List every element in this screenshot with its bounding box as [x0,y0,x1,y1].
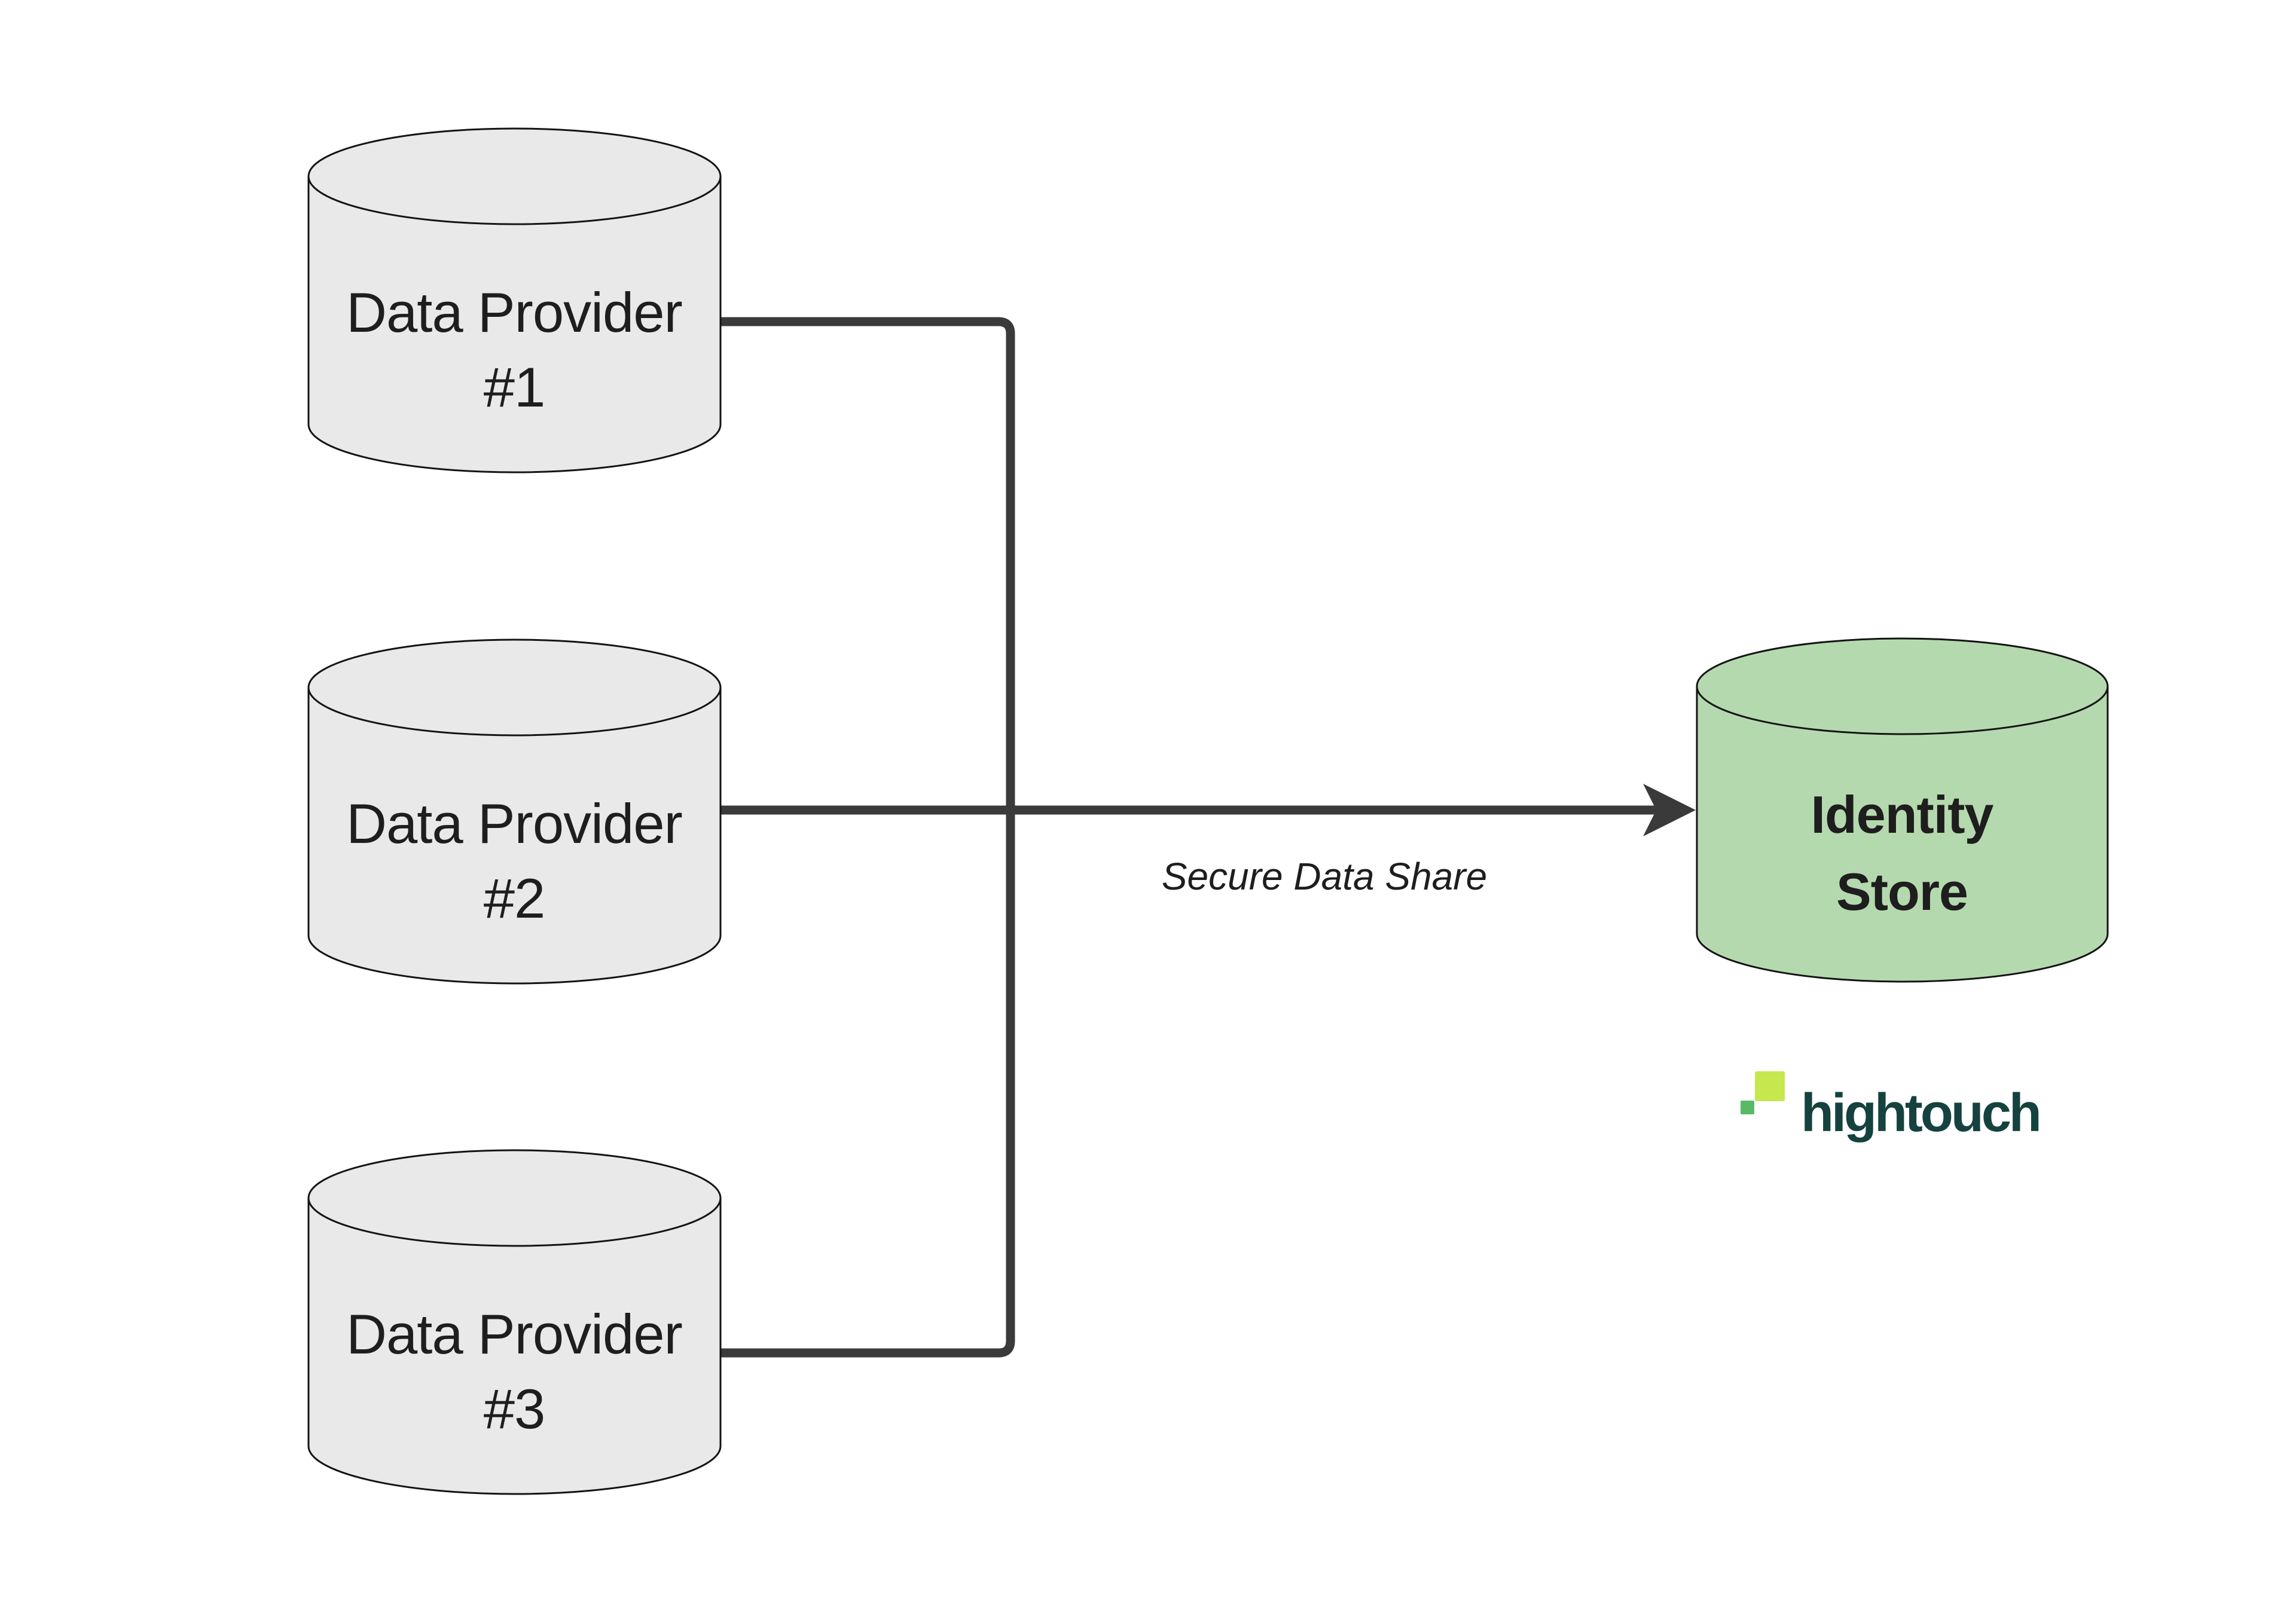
data-provider-2-label-line1: Data Provider [346,792,682,855]
data-provider-2-node: Data Provider #2 [307,638,722,985]
data-provider-2-cylinder-body [307,688,722,985]
hightouch-logo-mark-small-square-icon [1741,1101,1754,1114]
identity-store-node: Identity Store [1696,637,2109,983]
data-provider-3-label-line2: #3 [484,1377,545,1440]
data-provider-2-label-line2: #2 [484,867,545,930]
identity-store-label-line2: Store [1836,862,1968,921]
data-provider-1-label-line2: #1 [484,356,545,418]
data-provider-1-cylinder-body [307,176,722,473]
data-provider-3-cylinder-body [307,1198,722,1495]
arrowhead-icon [1643,784,1696,836]
data-provider-1-label-line1: Data Provider [346,281,682,344]
identity-store-cylinder-top [1696,637,2109,735]
data-provider-2-cylinder-top [307,638,722,737]
data-provider-3-node: Data Provider #3 [307,1149,722,1495]
edge-label-secure-data-share: Secure Data Share [1162,855,1487,898]
data-provider-1-node: Data Provider #1 [307,127,722,473]
hightouch-logo-wordmark: hightouch [1801,1083,2039,1143]
hightouch-logo-mark-large-square-icon [1755,1071,1785,1101]
data-provider-3-label-line1: Data Provider [346,1303,682,1365]
connector-trunk-line [720,317,1015,1358]
identity-store-label-line1: Identity [1811,785,1994,844]
identity-store-cylinder-body [1696,686,2109,983]
data-provider-3-cylinder-top [307,1149,722,1247]
data-provider-1-cylinder-top [307,127,722,225]
hightouch-logo: hightouch [1741,1071,2042,1143]
